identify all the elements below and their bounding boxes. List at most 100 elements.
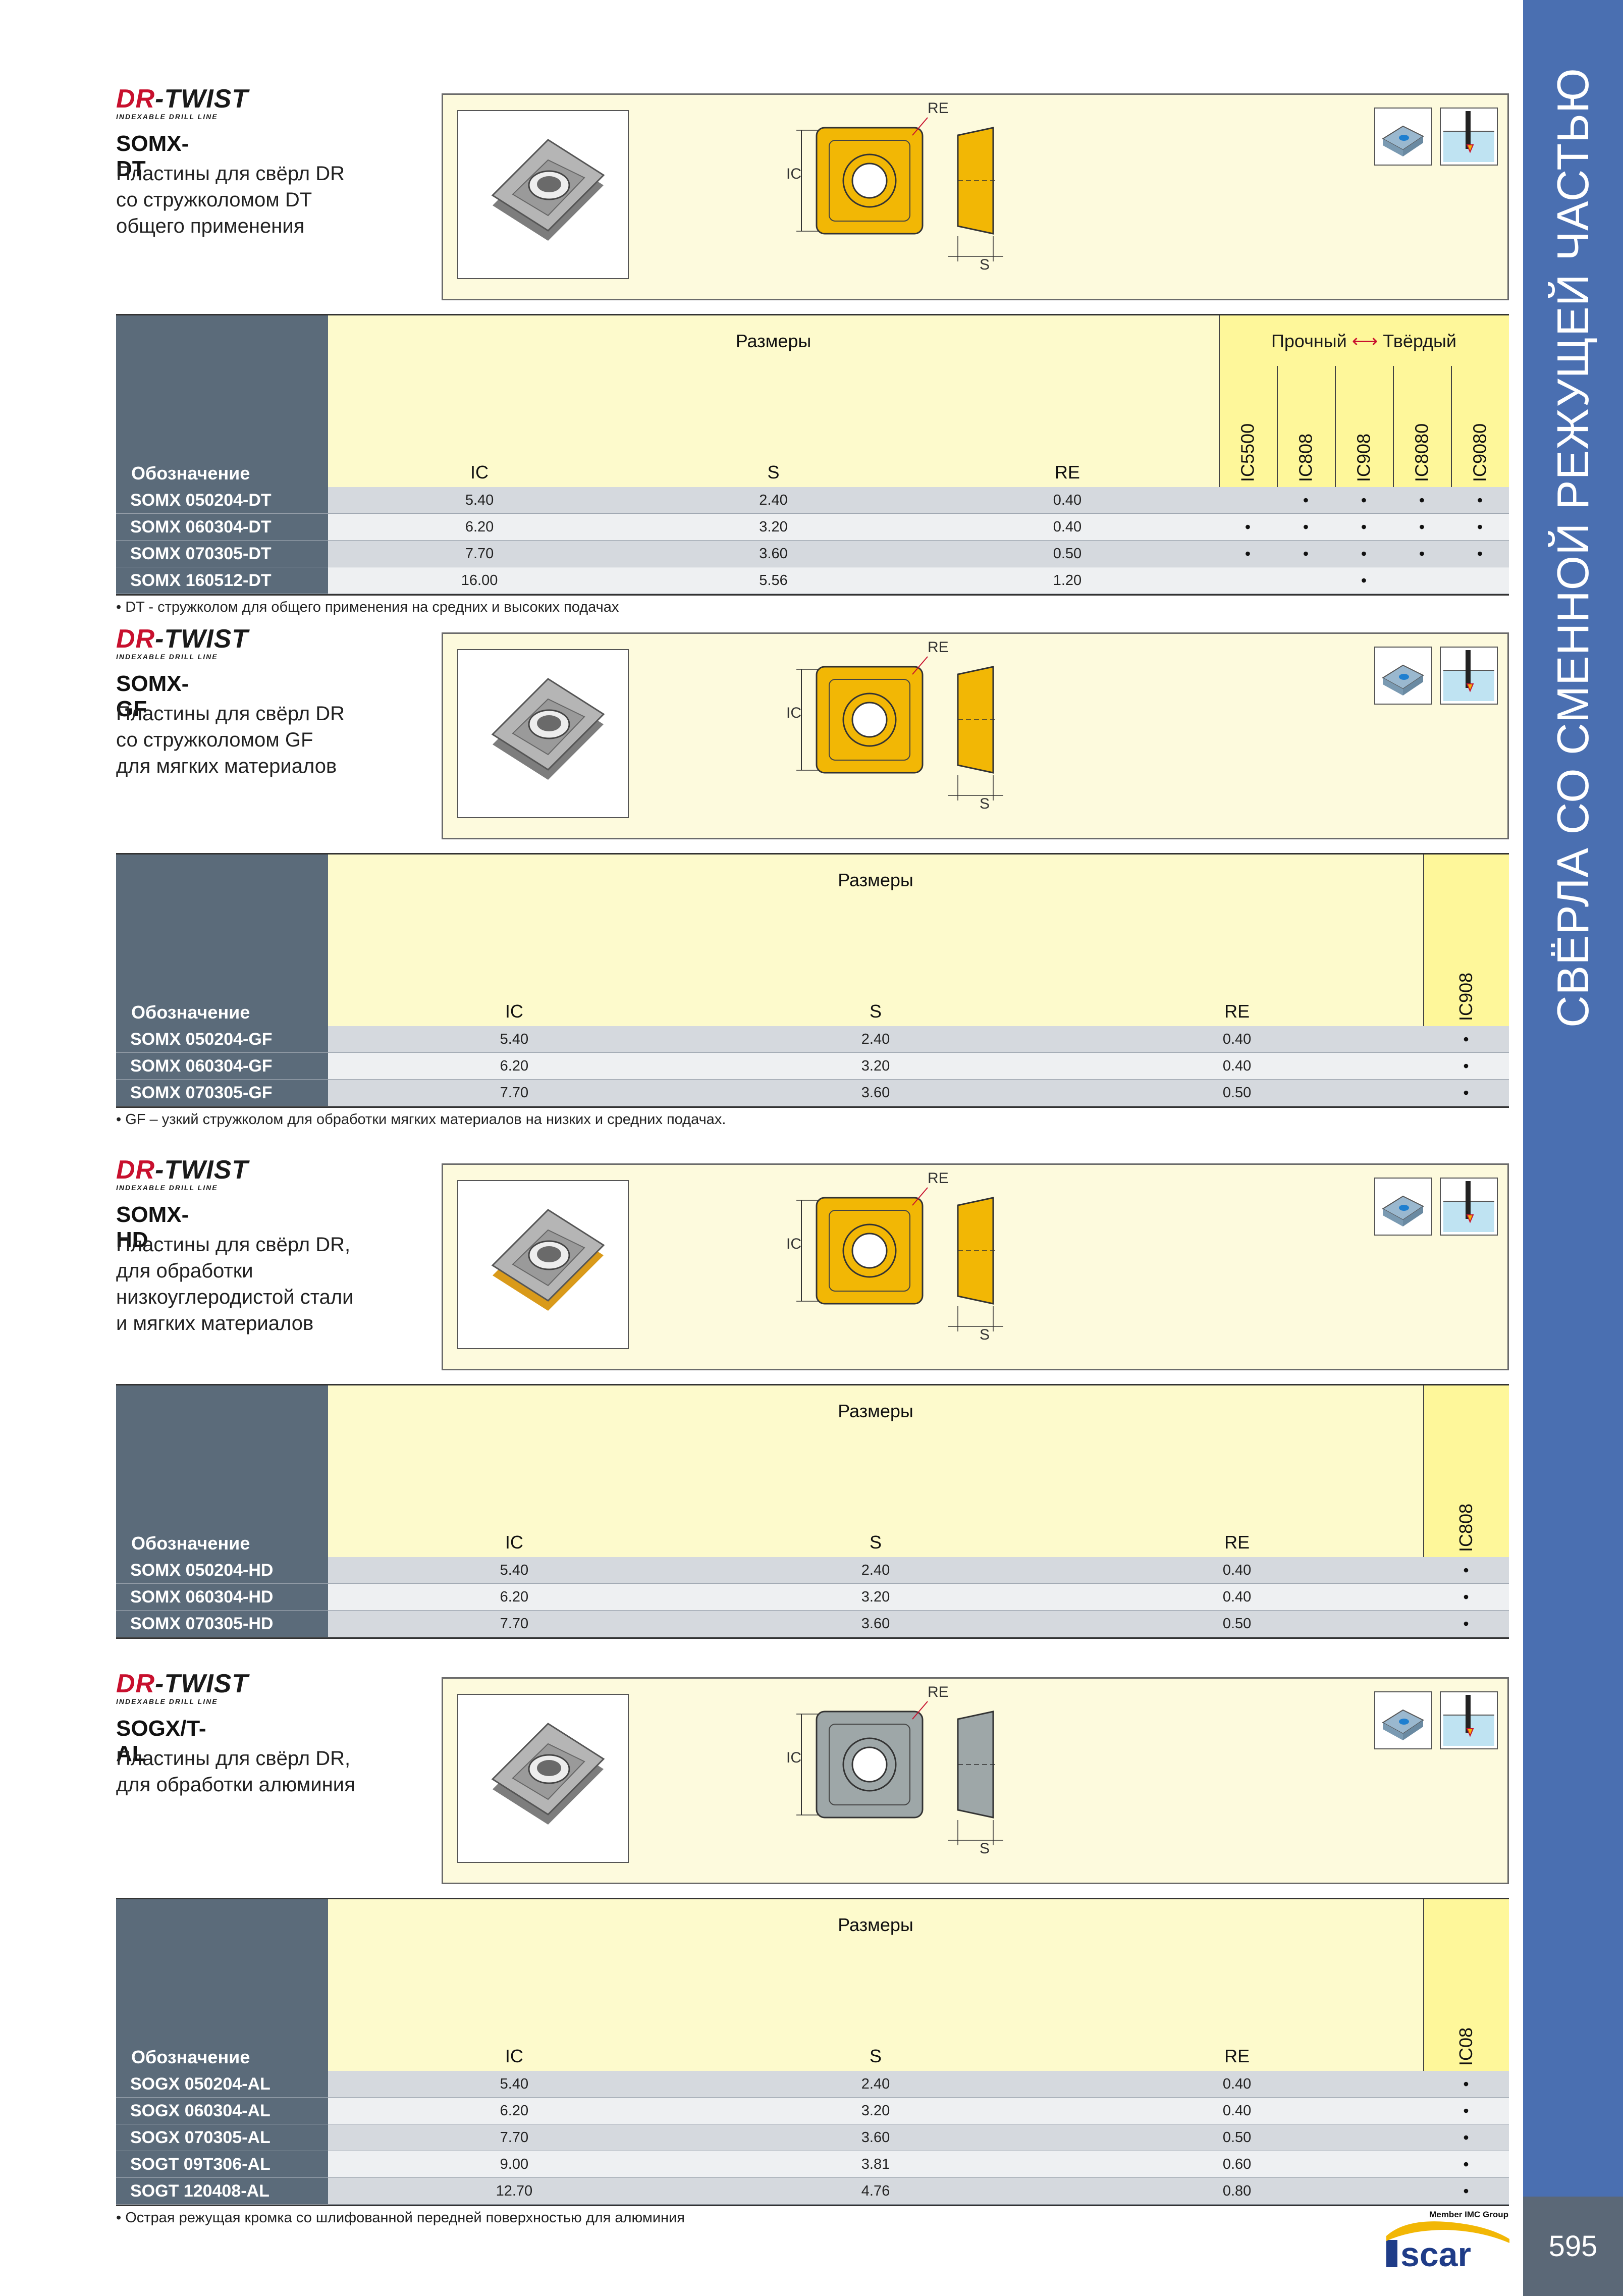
cell-ic: 5.40 [465,492,494,508]
logo-member-text: Member IMC Group [1429,2210,1508,2219]
cell-s: 3.20 [861,1058,890,1074]
column-header-s: S [767,462,780,483]
insert-shape-icon [1374,108,1432,166]
column-header-re: RE [1224,1532,1250,1553]
grade-availability-mark: • [1303,491,1309,509]
series-description-line: со стружколомом DT [116,189,312,211]
brand-subtitle: INDEXABLE DRILL LINE [116,1697,218,1705]
page-number-box [1523,2197,1623,2296]
cell-re: 0.40 [1222,2103,1252,2119]
table-row [328,2178,1509,2205]
application-icons [1374,1175,1500,1241]
table-bottom-rule [116,1106,1509,1108]
column-header-s: S [869,1532,882,1553]
table-row [328,1611,1509,1637]
grade-availability-mark: • [1463,1615,1469,1633]
table-header-dimensions [328,315,1219,487]
grade-availability-mark: • [1463,2102,1469,2120]
grade-availability-mark [1277,567,1335,594]
brand-dr: DR [116,624,155,654]
cell-re: 0.40 [1222,1031,1252,1047]
series-name: SOMX-GF [116,671,189,721]
grade-divider [1219,315,1220,594]
table-row [328,1026,1509,1053]
table-bottom-rule [116,2205,1509,2206]
brand-twist: -TWIST [155,1669,249,1698]
designation-cell: SOMX 070305-DT [116,541,328,567]
grade-availability-mark: • [1303,518,1309,536]
dimension-label-re: RE [928,639,949,656]
grade-availability-mark [1219,487,1277,514]
table-header-designation [116,315,328,487]
grade-availability-mark: • [1419,518,1425,536]
grade-availability-mark: • [1477,518,1483,536]
grade-availability-mark: • [1463,2075,1469,2093]
table-header-dimensions [328,1385,1423,1557]
series-description-line: для обработки [116,1260,253,1282]
cell-ic: 5.40 [500,1031,529,1047]
brand-title: DR-TWIST [116,86,278,112]
grade-divider [1423,1899,1424,2205]
grade-divider [1393,366,1394,594]
grade-divider [1451,366,1452,594]
grade-availability-mark: • [1245,545,1251,563]
strength-tough: Прочный [1271,331,1347,351]
designation-cell: SOMX 050204-HD [116,1557,328,1584]
cell-s: 3.60 [861,1085,890,1101]
column-header-s: S [869,2046,882,2066]
cell-re: 0.50 [1222,2129,1252,2146]
designation-cell: SOGT 120408-AL [116,2178,328,2205]
designation-header: Обозначение [131,1002,250,1023]
grade-availability-mark: • [1463,1030,1469,1048]
table-top-rule [116,853,1509,855]
designation-header: Обозначение [131,2047,250,2067]
designation-cell: SOMX 060304-GF [116,1053,328,1080]
insert-shape-icon [1374,647,1432,705]
iscar-logo: Member IMC Group scar [1385,2210,1511,2270]
dimensions-header: Размеры [838,1914,913,1935]
insert-photo [457,110,629,279]
brand-twist: -TWIST [155,624,249,654]
brand-dr: DR [116,84,155,114]
cell-re: 0.40 [1222,2076,1252,2092]
cell-ic: 5.40 [500,2076,529,2092]
cell-ic: 7.70 [465,546,494,562]
series-description-line: для обработки алюминия [116,1774,355,1796]
table-row [328,1080,1509,1106]
series-name: SOMX-DT [116,131,189,181]
column-header-s: S [869,1001,882,1022]
series-description-line: низкоуглеродистой стали [116,1286,354,1308]
cell-s: 2.40 [861,1562,890,1578]
designation-cell: SOMX 050204-GF [116,1026,328,1053]
insert-technical-drawing [791,1185,1074,1352]
column-header-re: RE [1224,2046,1250,2066]
table-row [328,487,1509,514]
column-header-ic: IC [470,462,489,483]
dimension-label-s: S [980,1840,990,1857]
table-row [328,514,1509,541]
column-header-re: RE [1224,1001,1250,1022]
grade-availability-mark: • [1361,545,1367,563]
cell-s: 2.40 [759,492,788,508]
cell-s: 2.40 [861,1031,890,1047]
grade-availability-mark: • [1463,2182,1469,2200]
insert-technical-drawing [791,1699,1074,1865]
brand-twist: -TWIST [155,84,249,114]
designation-cell: SOMX 060304-HD [116,1584,328,1611]
cell-ic: 7.70 [500,2129,529,2146]
grade-availability-mark: • [1463,2128,1469,2147]
grade-availability-mark: • [1463,1588,1469,1606]
table-top-rule [116,314,1509,315]
column-header-ic: IC [505,2046,523,2066]
table-row [328,1584,1509,1611]
strength-hard: Твёрдый [1383,331,1457,351]
dimension-label-re: RE [928,1170,949,1187]
dimensions-header: Размеры [735,331,812,351]
table-row [328,2098,1509,2124]
cell-ic: 6.20 [500,2103,529,2119]
